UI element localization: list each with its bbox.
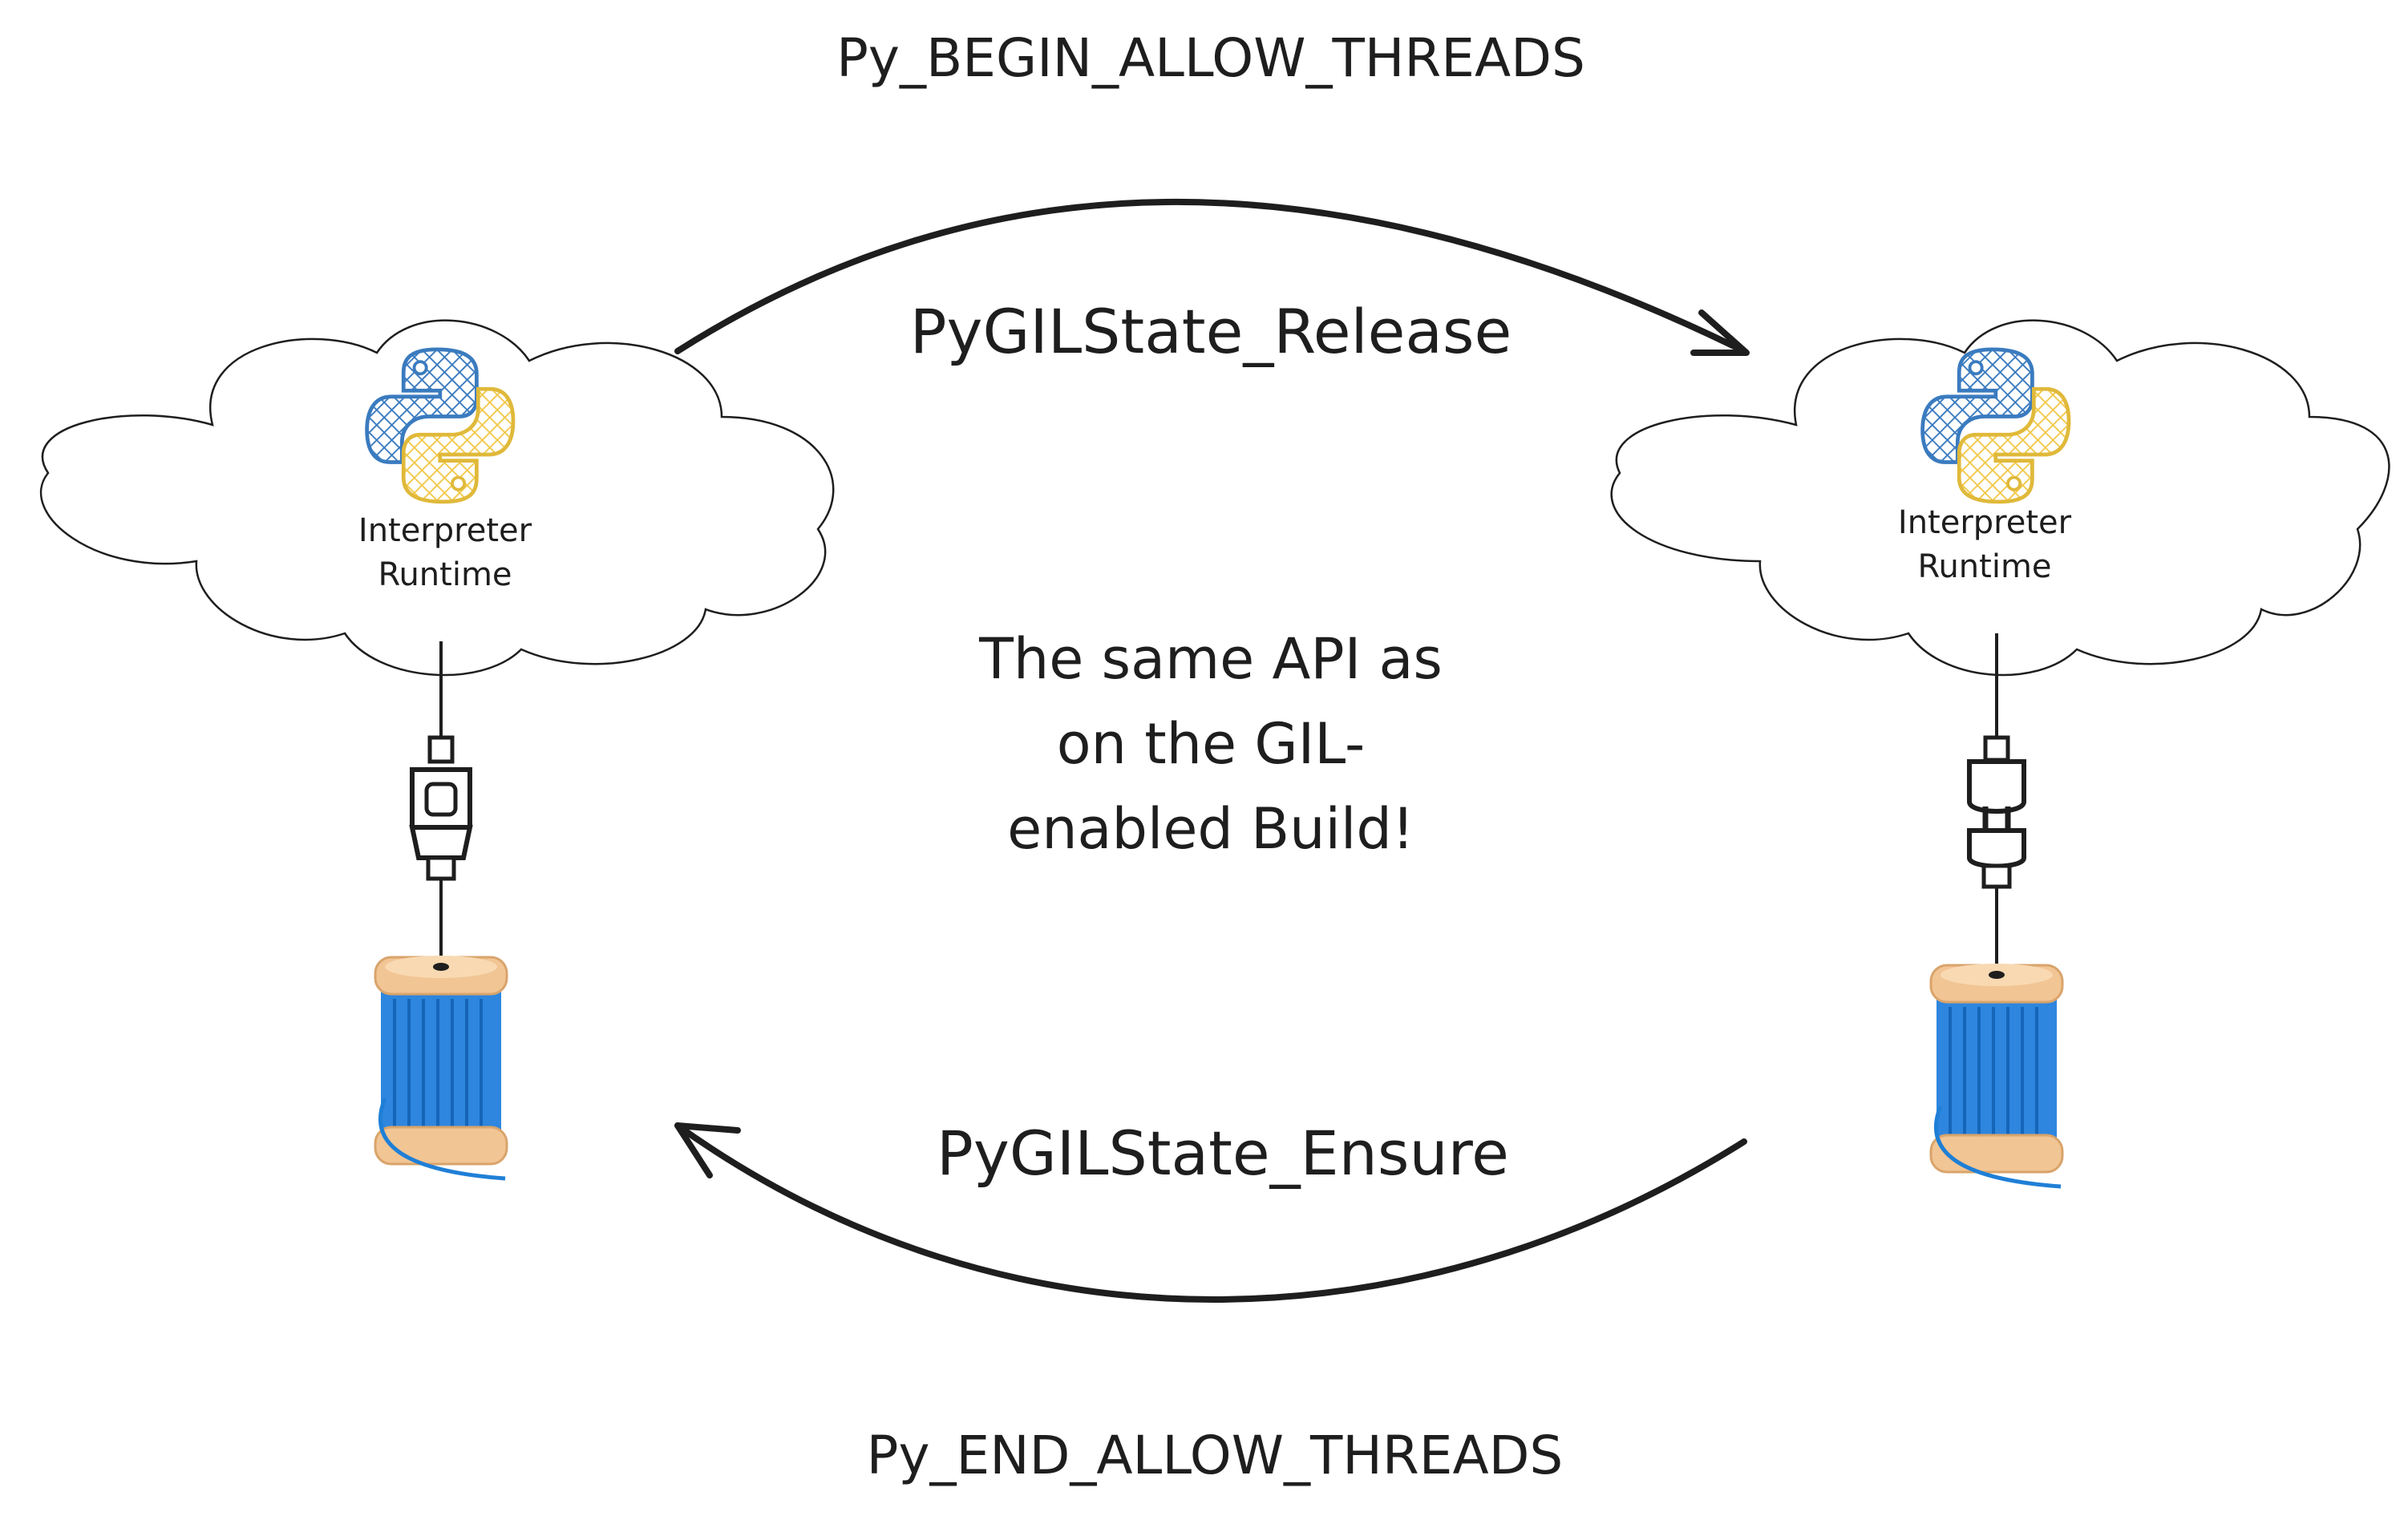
bottom-macro-label: Py_END_ALLOW_THREADS: [867, 1425, 1564, 1486]
left-cloud-line-2: Runtime: [378, 556, 512, 593]
left-thread-spool-icon: [375, 956, 507, 1178]
top-macro-label: Py_BEGIN_ALLOW_THREADS: [836, 27, 1585, 89]
center-note-line-3: enabled Build!: [1007, 796, 1414, 862]
left-cloud-line-1: Interpreter: [358, 512, 532, 549]
ensure-arrow: [674, 1122, 1747, 1303]
top-api-label: PyGILState_Release: [910, 296, 1512, 367]
right-interpreter-node: Interpreter Runtime: [1610, 319, 2390, 1186]
center-note-line-2: on the GIL-: [1057, 711, 1366, 777]
bottom-api-label: PyGILState_Ensure: [937, 1118, 1509, 1189]
left-unplugged-connector-icon: [409, 735, 473, 881]
right-cloud-line-2: Runtime: [1917, 548, 2051, 585]
center-note-line-1: The same API as: [978, 626, 1443, 692]
right-cloud-line-1: Interpreter: [1898, 504, 2072, 541]
left-interpreter-node: Interpreter Runtime: [39, 319, 835, 1178]
center-note: The same API as on the GIL- enabled Buil…: [978, 626, 1443, 862]
right-thread-spool-icon: [1931, 964, 2062, 1186]
right-plugged-connector-icon: [1967, 735, 2026, 889]
release-arrow: [674, 198, 1750, 356]
